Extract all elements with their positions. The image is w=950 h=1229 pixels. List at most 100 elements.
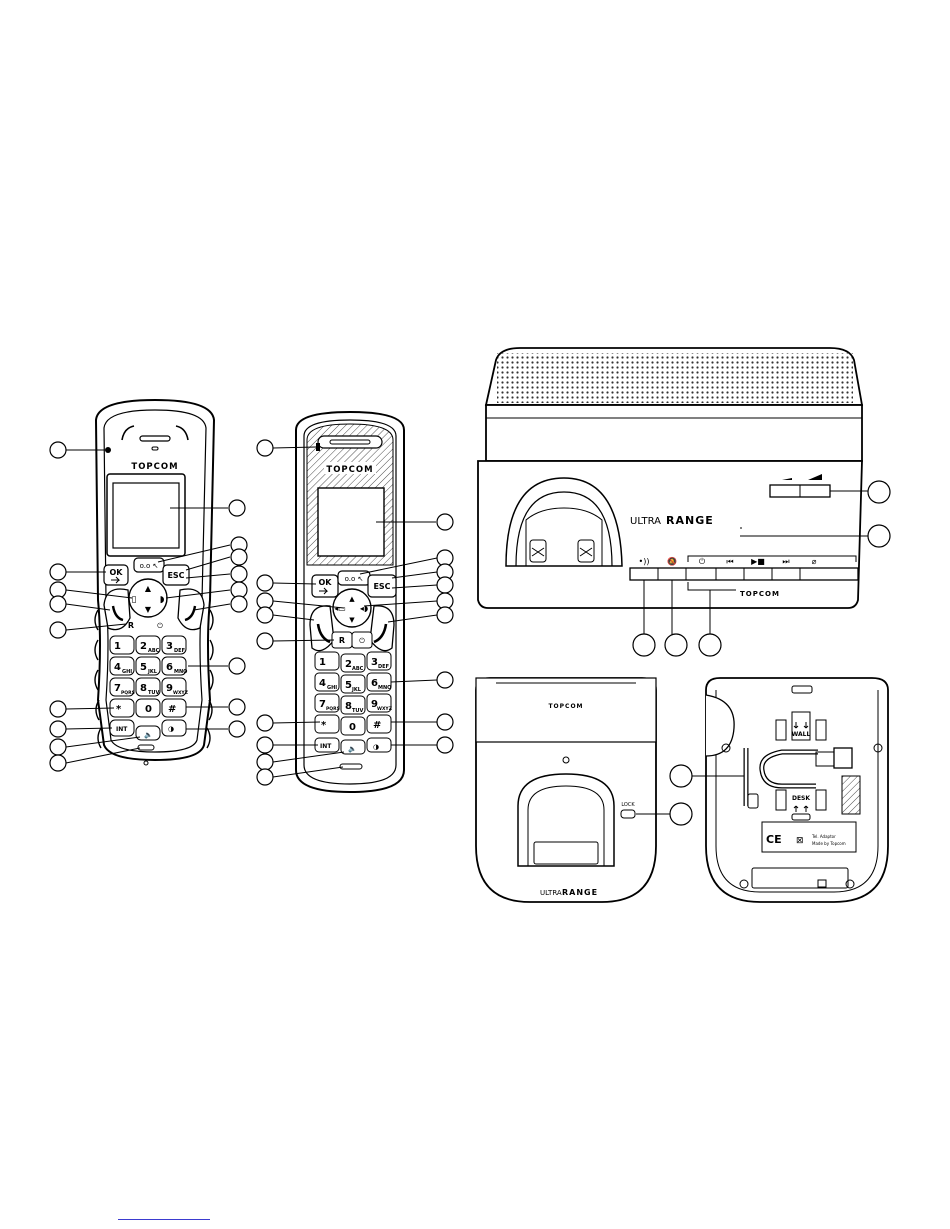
lock-label: LOCK <box>621 802 635 808</box>
ce-mark: CE <box>766 833 782 846</box>
display-screen-alt <box>317 487 385 557</box>
series-name: RANGE <box>666 514 714 527</box>
key-3-alt: 3 <box>371 657 378 668</box>
key-6: 6 <box>166 662 173 673</box>
mute-icon: 🔕 <box>667 556 677 566</box>
key-6-letters: MNO <box>174 669 187 675</box>
key-8: 8 <box>140 683 147 694</box>
key-4-letters-alt: GHI <box>327 685 337 691</box>
key-0: 0 <box>145 704 152 715</box>
key-7-letters-alt: PQRS <box>326 706 340 712</box>
key-4: 4 <box>114 662 121 673</box>
key-5-alt: 5 <box>345 680 352 691</box>
keypad-alternate <box>314 651 392 755</box>
series-prefix: ULTRA <box>630 516 661 527</box>
charger-top-view: TOPCOM ULTRA RANGE LOCK <box>475 677 657 903</box>
key-8-letters: TUV <box>148 690 159 696</box>
series-prefix-charger: ULTRA <box>540 889 562 897</box>
key-9-letters-alt: WXYZ <box>377 706 393 712</box>
key-6-alt: 6 <box>371 678 378 689</box>
brand-logo: TOPCOM <box>131 462 178 472</box>
key-hash-alt: # <box>373 720 381 731</box>
key-3: 3 <box>166 641 173 652</box>
handset-cradle <box>505 477 623 567</box>
key-1-alt: 1 <box>319 657 326 668</box>
nav-down-icon-alt: ▼ <box>349 616 355 624</box>
brand-logo-charger: TOPCOM <box>548 703 583 710</box>
key-9-alt: 9 <box>371 699 378 710</box>
nav-down-icon: ▼ <box>145 605 152 614</box>
rating-label <box>761 821 857 853</box>
key-5-letters-alt: JKL <box>351 687 362 693</box>
keypad-front <box>109 635 187 741</box>
led-indicator <box>105 447 111 453</box>
key-1: 1 <box>114 641 121 652</box>
lock-switch <box>620 809 636 819</box>
key-9-letters: WXYZ <box>173 690 189 696</box>
key-0-alt: 0 <box>349 722 356 733</box>
key-3-letters: DEF <box>174 648 185 654</box>
key-7: 7 <box>114 683 121 694</box>
int-key-label: INT <box>116 726 128 733</box>
redial-key <box>133 557 165 573</box>
speaker-icon: 🔈 <box>144 731 153 739</box>
talk-key <box>103 588 131 631</box>
next-icon: ⏭ <box>782 557 789 566</box>
weee-icon: ⊠ <box>796 836 804 846</box>
key-8-letters-alt: TUV <box>352 708 363 714</box>
menu-icon-alt: ◑ <box>373 743 379 751</box>
play-stop-icon: ▶■ <box>751 557 765 566</box>
key-star: * <box>116 704 122 715</box>
key-3-letters-alt: DEF <box>378 664 389 670</box>
key-7-letters: PQRS <box>121 690 135 696</box>
callouts-base-front <box>632 480 891 657</box>
key-7-alt: 7 <box>319 699 326 710</box>
nav-right-icon-alt: ◂◗ <box>360 604 368 613</box>
menu-icon: ◑ <box>168 725 174 733</box>
charger-cradle <box>517 773 615 867</box>
footer-rule <box>118 1219 210 1220</box>
series-name-charger: RANGE <box>562 888 598 897</box>
speaker-icon-alt: 🔈 <box>348 745 357 753</box>
key-9: 9 <box>166 683 173 694</box>
power-icon: ⏻ <box>157 622 163 630</box>
handset-front: TOPCOM OK o.o ↖ ESC ▲ ▼ ▯ ◗ R ⏻ <box>94 398 216 766</box>
brand-logo-base: TOPCOM <box>740 590 780 598</box>
key-2-alt: 2 <box>345 659 352 670</box>
key-4-letters: GHI <box>122 669 132 675</box>
display-frame <box>106 473 186 557</box>
base-bottom-view: WALL DESK CE ⊠ Tel. Adaptor Made by Topc… <box>705 677 889 903</box>
redial-icon: o.o ↖ <box>140 562 159 570</box>
display-screen <box>112 482 180 549</box>
redial-icon-alt: o.o ↖ <box>345 575 364 583</box>
ok-key-label: OK <box>110 568 124 577</box>
callouts-handset-front <box>49 441 248 772</box>
base-station-front: ULTRA RANGE TOPCOM •)) 🔕 ⏻ ⏮ ▶■ ⏭ ⌀ <box>477 347 864 609</box>
nav-left-icon-alt: ◂▭ <box>334 604 346 613</box>
answering-power-icon: ⏻ <box>699 557 706 566</box>
key-8-alt: 8 <box>345 701 352 712</box>
key-star-alt: * <box>321 720 327 731</box>
key-5-letters: JKL <box>147 669 158 675</box>
speaker-grille <box>497 353 853 403</box>
key-hash: # <box>168 704 176 715</box>
nav-up-icon: ▲ <box>145 584 152 593</box>
adaptor-label-line2: Made by Topcom <box>812 841 846 846</box>
handset-alternate: TOPCOM OK o.o ↖ ESC ▲ ▼ ◂▭ ◂◗ R ⏻ <box>295 410 405 794</box>
r-key-label: R <box>128 621 134 630</box>
power-icon-alt: ⏻ <box>359 637 365 645</box>
nav-up-icon-alt: ▲ <box>349 595 355 603</box>
key-6-letters-alt: MNO <box>378 685 391 691</box>
esc-key-label-alt: ESC <box>373 582 390 591</box>
brand-logo-alt: TOPCOM <box>326 465 373 475</box>
esc-key <box>162 564 190 586</box>
adaptor-label-line1: Tel. Adaptor <box>811 834 836 839</box>
esc-key-label: ESC <box>167 571 184 580</box>
key-2-letters-alt: ABC <box>352 666 364 672</box>
callouts-lower <box>636 764 744 826</box>
previous-icon: ⏮ <box>726 557 733 566</box>
nav-right-icon: ◗ <box>160 595 165 605</box>
int-key-label-alt: INT <box>320 743 332 750</box>
desk-label: DESK <box>792 795 810 802</box>
